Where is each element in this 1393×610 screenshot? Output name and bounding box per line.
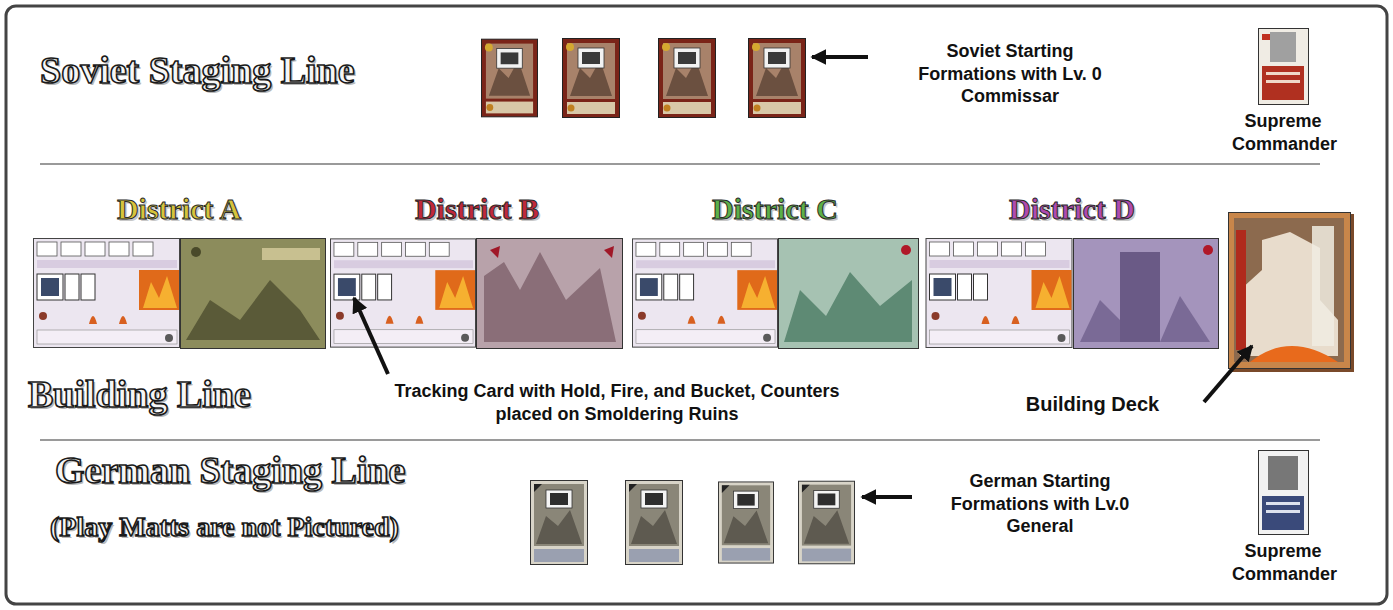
german-formation-card — [626, 481, 683, 565]
tracking-card — [926, 239, 1072, 348]
section-title: Soviet Staging Line — [40, 49, 355, 91]
tracking-card — [632, 239, 777, 347]
section-title: Building Line — [28, 374, 328, 416]
district-heading: District C — [628, 192, 922, 225]
section-title: German Staging Line — [55, 450, 495, 492]
divider-line — [40, 163, 1320, 165]
pointer-arrow — [812, 55, 868, 59]
soviet-formation-card — [481, 39, 537, 117]
district-group: District A — [30, 188, 328, 225]
smoldering-ruins-card — [779, 239, 919, 349]
callout-note: Building Deck — [1026, 393, 1159, 415]
soviet-formation-card — [749, 39, 806, 118]
soviet-commander-card — [1259, 29, 1309, 105]
smoldering-ruins-card — [477, 239, 623, 349]
card-caption: Supreme Commander — [1226, 108, 1340, 157]
outer-frame — [6, 6, 1387, 604]
section-title: German Staging Line — [55, 449, 405, 491]
district-heading: District A — [30, 192, 328, 225]
card-caption: Supreme Commander — [1226, 538, 1340, 587]
district-heading: District D — [922, 192, 1222, 225]
callout-note: Soviet Starting Formations with Lv. 0 Co… — [910, 40, 1110, 108]
district-group: District C — [628, 188, 922, 225]
callout-note: Tracking Card with Hold, Fire, and Bucke… — [394, 381, 839, 424]
district-group: District D — [922, 188, 1222, 225]
tracking-card — [330, 239, 475, 347]
section-note: (Play Matts are not Pictured) — [50, 511, 399, 542]
pointer-arrow — [354, 298, 388, 374]
district-group: District B — [328, 188, 626, 225]
pointer-arrow — [862, 495, 912, 499]
section-title: Soviet Staging Line — [40, 50, 475, 92]
smoldering-ruins-card — [181, 239, 326, 349]
pointer-arrow — [1204, 346, 1252, 402]
section-title: Building Line — [28, 373, 251, 415]
soviet-formation-card — [563, 39, 620, 118]
callout-note: Building Deck — [990, 392, 1195, 417]
callout-note: German Starting Formations with Lv.0 Gen… — [951, 471, 1130, 536]
callout-note: Soviet Starting Formations with Lv. 0 Co… — [918, 41, 1102, 106]
callout-note: Tracking Card with Hold, Fire, and Bucke… — [382, 380, 852, 425]
callout-note: German Starting Formations with Lv.0 Gen… — [935, 470, 1145, 538]
supreme-commander-card: Supreme Commander — [1226, 448, 1340, 587]
smoldering-ruins-card — [1074, 239, 1219, 349]
soviet-formation-card — [659, 39, 716, 118]
german-commander-card — [1259, 451, 1309, 535]
section-note: (Play Matts are not Pictured) — [50, 512, 520, 543]
german-formation-card — [798, 481, 854, 564]
building-deck-card — [1229, 213, 1355, 373]
tracking-card — [34, 239, 180, 348]
supreme-commander-card: Supreme Commander — [1226, 26, 1340, 157]
district-heading: District B — [328, 192, 626, 225]
divider-line — [40, 439, 1320, 441]
german-formation-card — [718, 482, 773, 563]
german-formation-card — [531, 481, 588, 565]
